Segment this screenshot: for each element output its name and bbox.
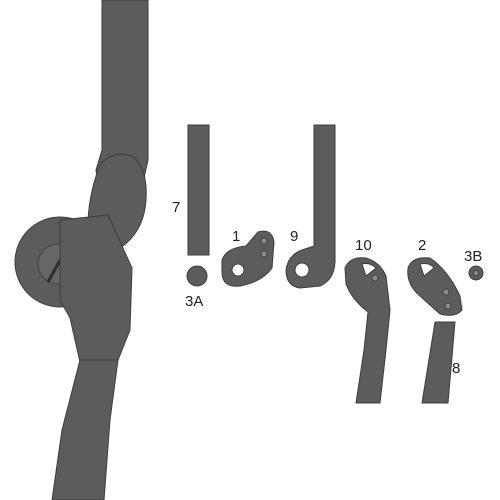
label-part-10: 10 (355, 237, 372, 254)
link-part-2 (407, 257, 463, 316)
notch-part-2 (419, 263, 435, 277)
hole-part-10 (371, 274, 379, 282)
part-8: 8 (421, 321, 460, 404)
lower-arm (51, 359, 119, 500)
part-1: 1 (221, 228, 275, 287)
hole-part-2-a (442, 288, 450, 296)
notch-part-10 (361, 263, 377, 277)
assembled-hinge (14, 0, 149, 500)
hole-part-3b (473, 270, 479, 276)
hole-part-1-c (260, 250, 268, 258)
label-part-3b: 3B (464, 248, 482, 265)
hole-part-1-b (260, 237, 268, 245)
label-part-2: 2 (418, 237, 426, 254)
part-3b: 3B (464, 248, 484, 281)
part-2: 2 (407, 237, 463, 316)
part-7: 7 (172, 124, 210, 256)
bar-part-9 (285, 124, 336, 289)
part-3a: 3A (185, 265, 208, 310)
label-part-8: 8 (452, 360, 460, 377)
label-part-9: 9 (290, 228, 298, 245)
disc-part-3a (186, 265, 208, 287)
bar-part-7 (187, 124, 210, 256)
hole-part-9 (294, 262, 310, 278)
hole-part-1-a (231, 263, 245, 277)
bar-part-8 (421, 321, 456, 404)
hole-part-2-b (444, 302, 452, 310)
part-10: 10 (344, 237, 391, 404)
part-9: 9 (285, 124, 336, 289)
label-part-1: 1 (232, 228, 240, 245)
label-part-7: 7 (172, 199, 180, 216)
label-part-3a: 3A (185, 293, 203, 310)
bar-part-10 (344, 257, 391, 404)
